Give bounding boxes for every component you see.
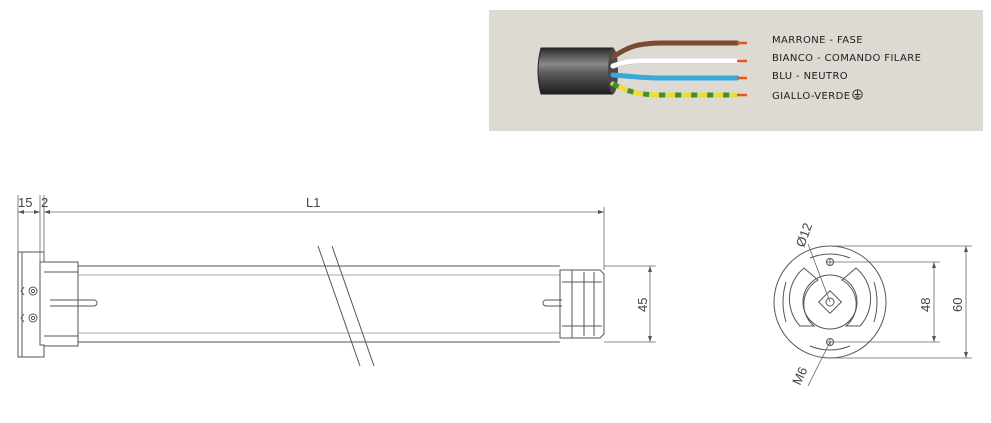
- motor-head-lobes: [782, 253, 878, 351]
- wire-white-edge: [612, 63, 737, 69]
- dim-flange-label: 15: [18, 195, 32, 210]
- drive-pin: [817, 289, 843, 315]
- crown-adapter: [559, 269, 605, 339]
- wire-blue: [610, 72, 740, 81]
- wire-white: [610, 58, 740, 69]
- limit-screw-lower: [28, 313, 38, 323]
- break-line: [317, 245, 361, 367]
- ground-symbol-icon: [852, 89, 864, 100]
- dim-length-label: L1: [306, 195, 320, 210]
- wire-yellow-green-stripes: [611, 81, 737, 98]
- dim-outer-label: 60: [950, 298, 965, 312]
- motor-head: [44, 261, 79, 347]
- cable-illustration: [537, 40, 747, 98]
- leader-screw: [807, 341, 831, 387]
- dim-inner-label: 48: [918, 298, 933, 312]
- dim-diameter-label: 45: [635, 298, 650, 312]
- wire-label-blue: BLU - NEUTRO: [772, 71, 849, 82]
- limit-screw-upper: [28, 286, 38, 296]
- wire-brown: [610, 40, 740, 60]
- wiring-legend-panel: MARRONE - FASE BIANCO - COMANDO FILARE B…: [489, 10, 983, 131]
- dim-pin-label: Ø12: [793, 221, 816, 249]
- dim-gap-label: 2: [41, 195, 48, 210]
- side-view: [17, 195, 656, 367]
- end-view: [773, 243, 972, 387]
- leader-pin: [807, 243, 831, 303]
- wire-label-white: BIANCO - COMANDO FILARE: [772, 53, 922, 64]
- wire-label-brown: MARRONE - FASE: [772, 35, 863, 46]
- dim-screw-label: M6: [789, 365, 810, 388]
- wire-label-yellow-green: GIALLO-VERDE: [772, 89, 864, 102]
